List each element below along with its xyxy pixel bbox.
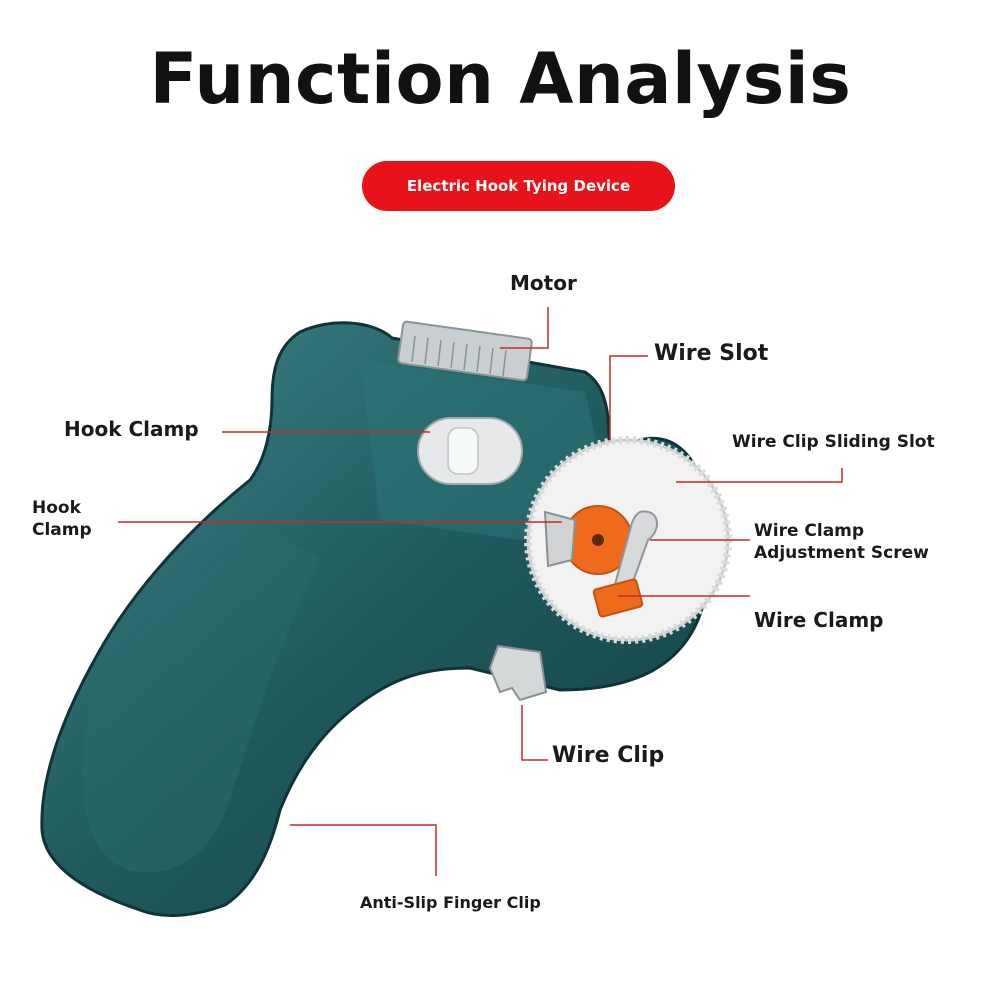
grip-panel [82,530,320,873]
label-hook-clamp-2-line1: Hook [32,498,81,518]
label-motor: Motor [510,271,577,295]
label-wire-clip-sliding-slot: Wire Clip Sliding Slot [732,432,935,452]
product-badge: Electric Hook Tying Device [362,161,675,211]
motor-block [397,320,533,382]
label-wire-clip: Wire Clip [552,743,665,768]
hook-part [543,510,577,568]
leader-motor [500,307,549,349]
label-wire-clamp-adjustment-screw: Wire Clamp Adjustment Screw [754,520,929,564]
wire-clip-part [488,644,548,702]
label-adjustment-screw-line1: Wire Clamp [754,521,865,541]
label-hook-clamp-2: Hook Clamp [32,497,92,541]
leader-wire-clip [521,705,548,761]
leader-lines [118,307,843,876]
leader-wire-clip-sliding-slot [676,468,843,483]
page-title: Function Analysis [149,38,852,120]
label-wire-slot: Wire Slot [654,341,769,366]
leader-anti-slip [290,824,437,876]
label-hook-clamp-1: Hook Clamp [64,417,199,441]
wire-clamp-tab [592,578,644,618]
label-adjustment-screw-line2: Adjustment Screw [754,543,929,563]
label-anti-slip-finger-clip: Anti-Slip Finger Clip [360,893,541,912]
label-wire-clamp: Wire Clamp [754,608,884,632]
leader-wire-slot [609,355,648,440]
label-hook-clamp-2-line2: Clamp [32,520,92,540]
motor-ridges [411,335,507,377]
